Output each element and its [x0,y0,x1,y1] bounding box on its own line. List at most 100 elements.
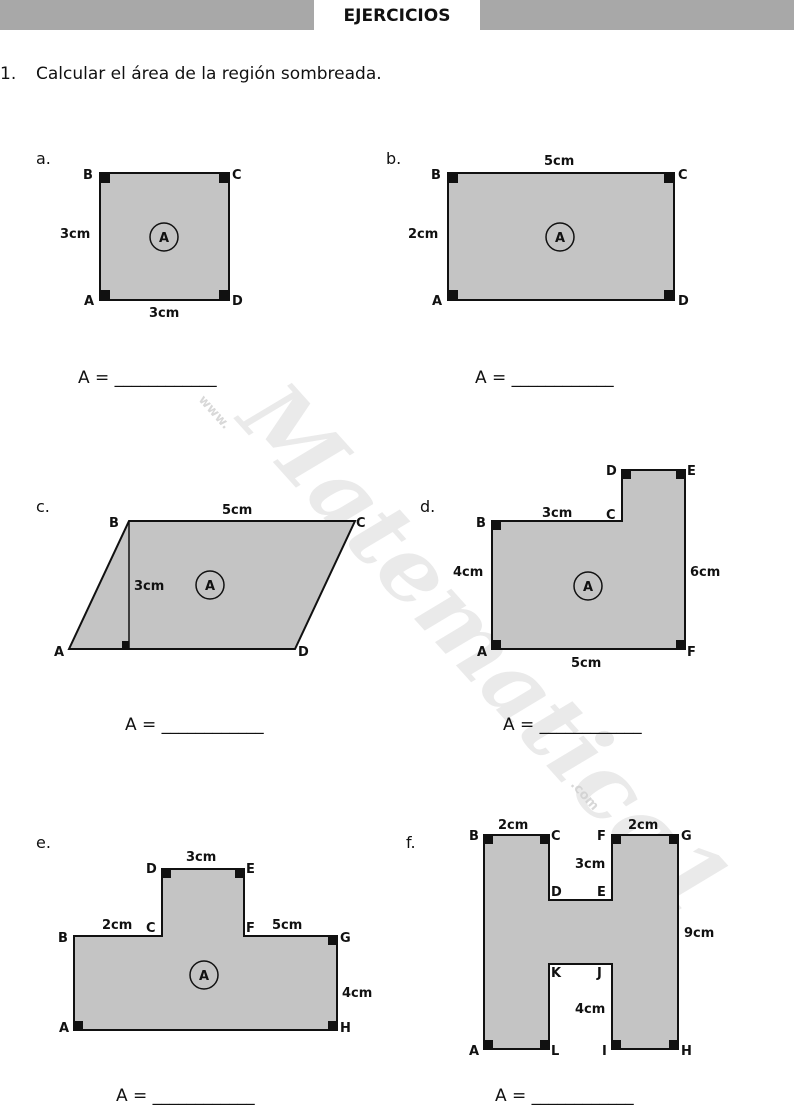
side-label: 3cm [575,857,605,872]
right-angle-mark [669,836,677,844]
vertex-label: E [687,464,696,479]
side-label: 5cm [222,503,252,518]
right-angle-mark [328,1021,336,1029]
vertex-label: E [246,862,255,877]
side-label: 4cm [453,565,483,580]
figure-letter: a. [36,149,51,168]
vertex-label: D [678,294,689,309]
answer-blank: A = ____________ [78,368,217,388]
right-angle-mark [449,290,458,299]
shaded-region [73,868,338,1031]
right-angle-mark [485,836,493,844]
figure-c: c. A B C A D 5cm 3cm A = ____________ [36,497,366,735]
vertex-label: A [59,1021,69,1036]
region-label: A [555,231,565,246]
right-angle-mark [676,640,684,648]
right-angle-mark [623,471,631,479]
figure-letter: f. [406,833,416,852]
side-label: 5cm [544,154,574,169]
right-angle-mark [664,174,673,183]
side-label: 3cm [542,506,572,521]
vertex-label: F [246,921,255,936]
shaded-region [99,172,230,301]
right-angle-mark [493,640,501,648]
figure-letter: c. [36,497,50,516]
side-label: 9cm [684,926,714,941]
figure-b: b. A B C A D 5cm 2cm A = ____________ [386,149,689,388]
side-label: 2cm [102,918,132,933]
right-angle-mark [540,1040,548,1048]
figure-d: d. A D E B C A F 3cm 4cm 6cm 5cm A = ___… [420,464,720,735]
vertex-label: G [681,829,692,844]
region-circle [149,222,179,252]
vertex-label: I [602,1044,607,1059]
vertex-label: A [469,1044,479,1059]
vertex-label: F [597,829,606,844]
vertex-label: K [551,966,562,981]
figure-f: f. B C F G D E K J A L I H 2cm 2cm 3cm 9… [406,818,714,1105]
header-bar-left [0,0,314,30]
vertex-label: B [431,168,441,183]
vertex-label: G [340,931,351,946]
vertex-label: D [298,645,309,660]
figure-letter: e. [36,833,51,852]
region-label: A [205,579,215,594]
figure-letter: d. [420,497,435,516]
figure-a: a. A B C A D 3cm 3cm A = ____________ [36,149,243,388]
answer-blank: A = ____________ [503,715,642,735]
question-text: Calcular el área de la región sombreada. [36,64,382,84]
side-label: 3cm [186,850,216,865]
vertex-label: C [232,168,242,183]
watermark-pre: www. [195,393,233,433]
vertex-label: A [84,294,94,309]
vertex-label: F [687,645,696,660]
vertex-label: B [83,168,93,183]
region-circle [545,222,575,252]
right-angle-mark [75,1021,83,1029]
right-angle-mark [493,522,501,530]
vertex-label: E [597,885,606,900]
page-title: EJERCICIOS [343,6,451,26]
vertex-label: D [232,294,243,309]
vertex-label: C [146,921,156,936]
right-angle-mark [540,836,548,844]
right-angle-mark [219,174,228,183]
right-angle-mark [219,290,228,299]
right-angle-mark [122,641,129,648]
right-angle-mark [101,290,110,299]
question-1: 1. Calcular el área de la región sombread… [0,64,382,84]
region-circle [573,571,603,601]
answer-blank: A = ____________ [475,368,614,388]
side-label: 6cm [690,565,720,580]
side-label: 3cm [149,306,179,321]
right-angle-mark [328,937,336,945]
right-angle-mark [669,1040,677,1048]
right-angle-mark [664,290,673,299]
side-label: 5cm [272,918,302,933]
figure-e: e. A D E B C F G A H 3cm 2cm 5cm 4cm A =… [36,833,372,1105]
side-label: 4cm [342,986,372,1001]
vertex-label: A [477,645,487,660]
vertex-label: C [551,829,561,844]
vertex-label: D [146,862,157,877]
vertex-label: C [678,168,688,183]
question-number: 1. [0,64,17,84]
answer-blank: A = ____________ [125,715,264,735]
side-label: 5cm [571,656,601,671]
vertex-label: B [58,931,68,946]
vertex-label: B [476,516,486,531]
side-label: 4cm [575,1002,605,1017]
side-label: 3cm [134,579,164,594]
vertex-label: C [356,516,366,531]
region-label: A [199,969,209,984]
right-angle-mark [449,174,458,183]
shaded-region [483,834,679,1050]
vertex-label: H [340,1021,351,1036]
answer-blank: A = ____________ [495,1086,634,1105]
right-angle-mark [613,1040,621,1048]
vertex-label: J [596,966,602,981]
right-angle-mark [676,471,684,479]
shaded-region [67,520,357,650]
region-circle [189,960,219,990]
